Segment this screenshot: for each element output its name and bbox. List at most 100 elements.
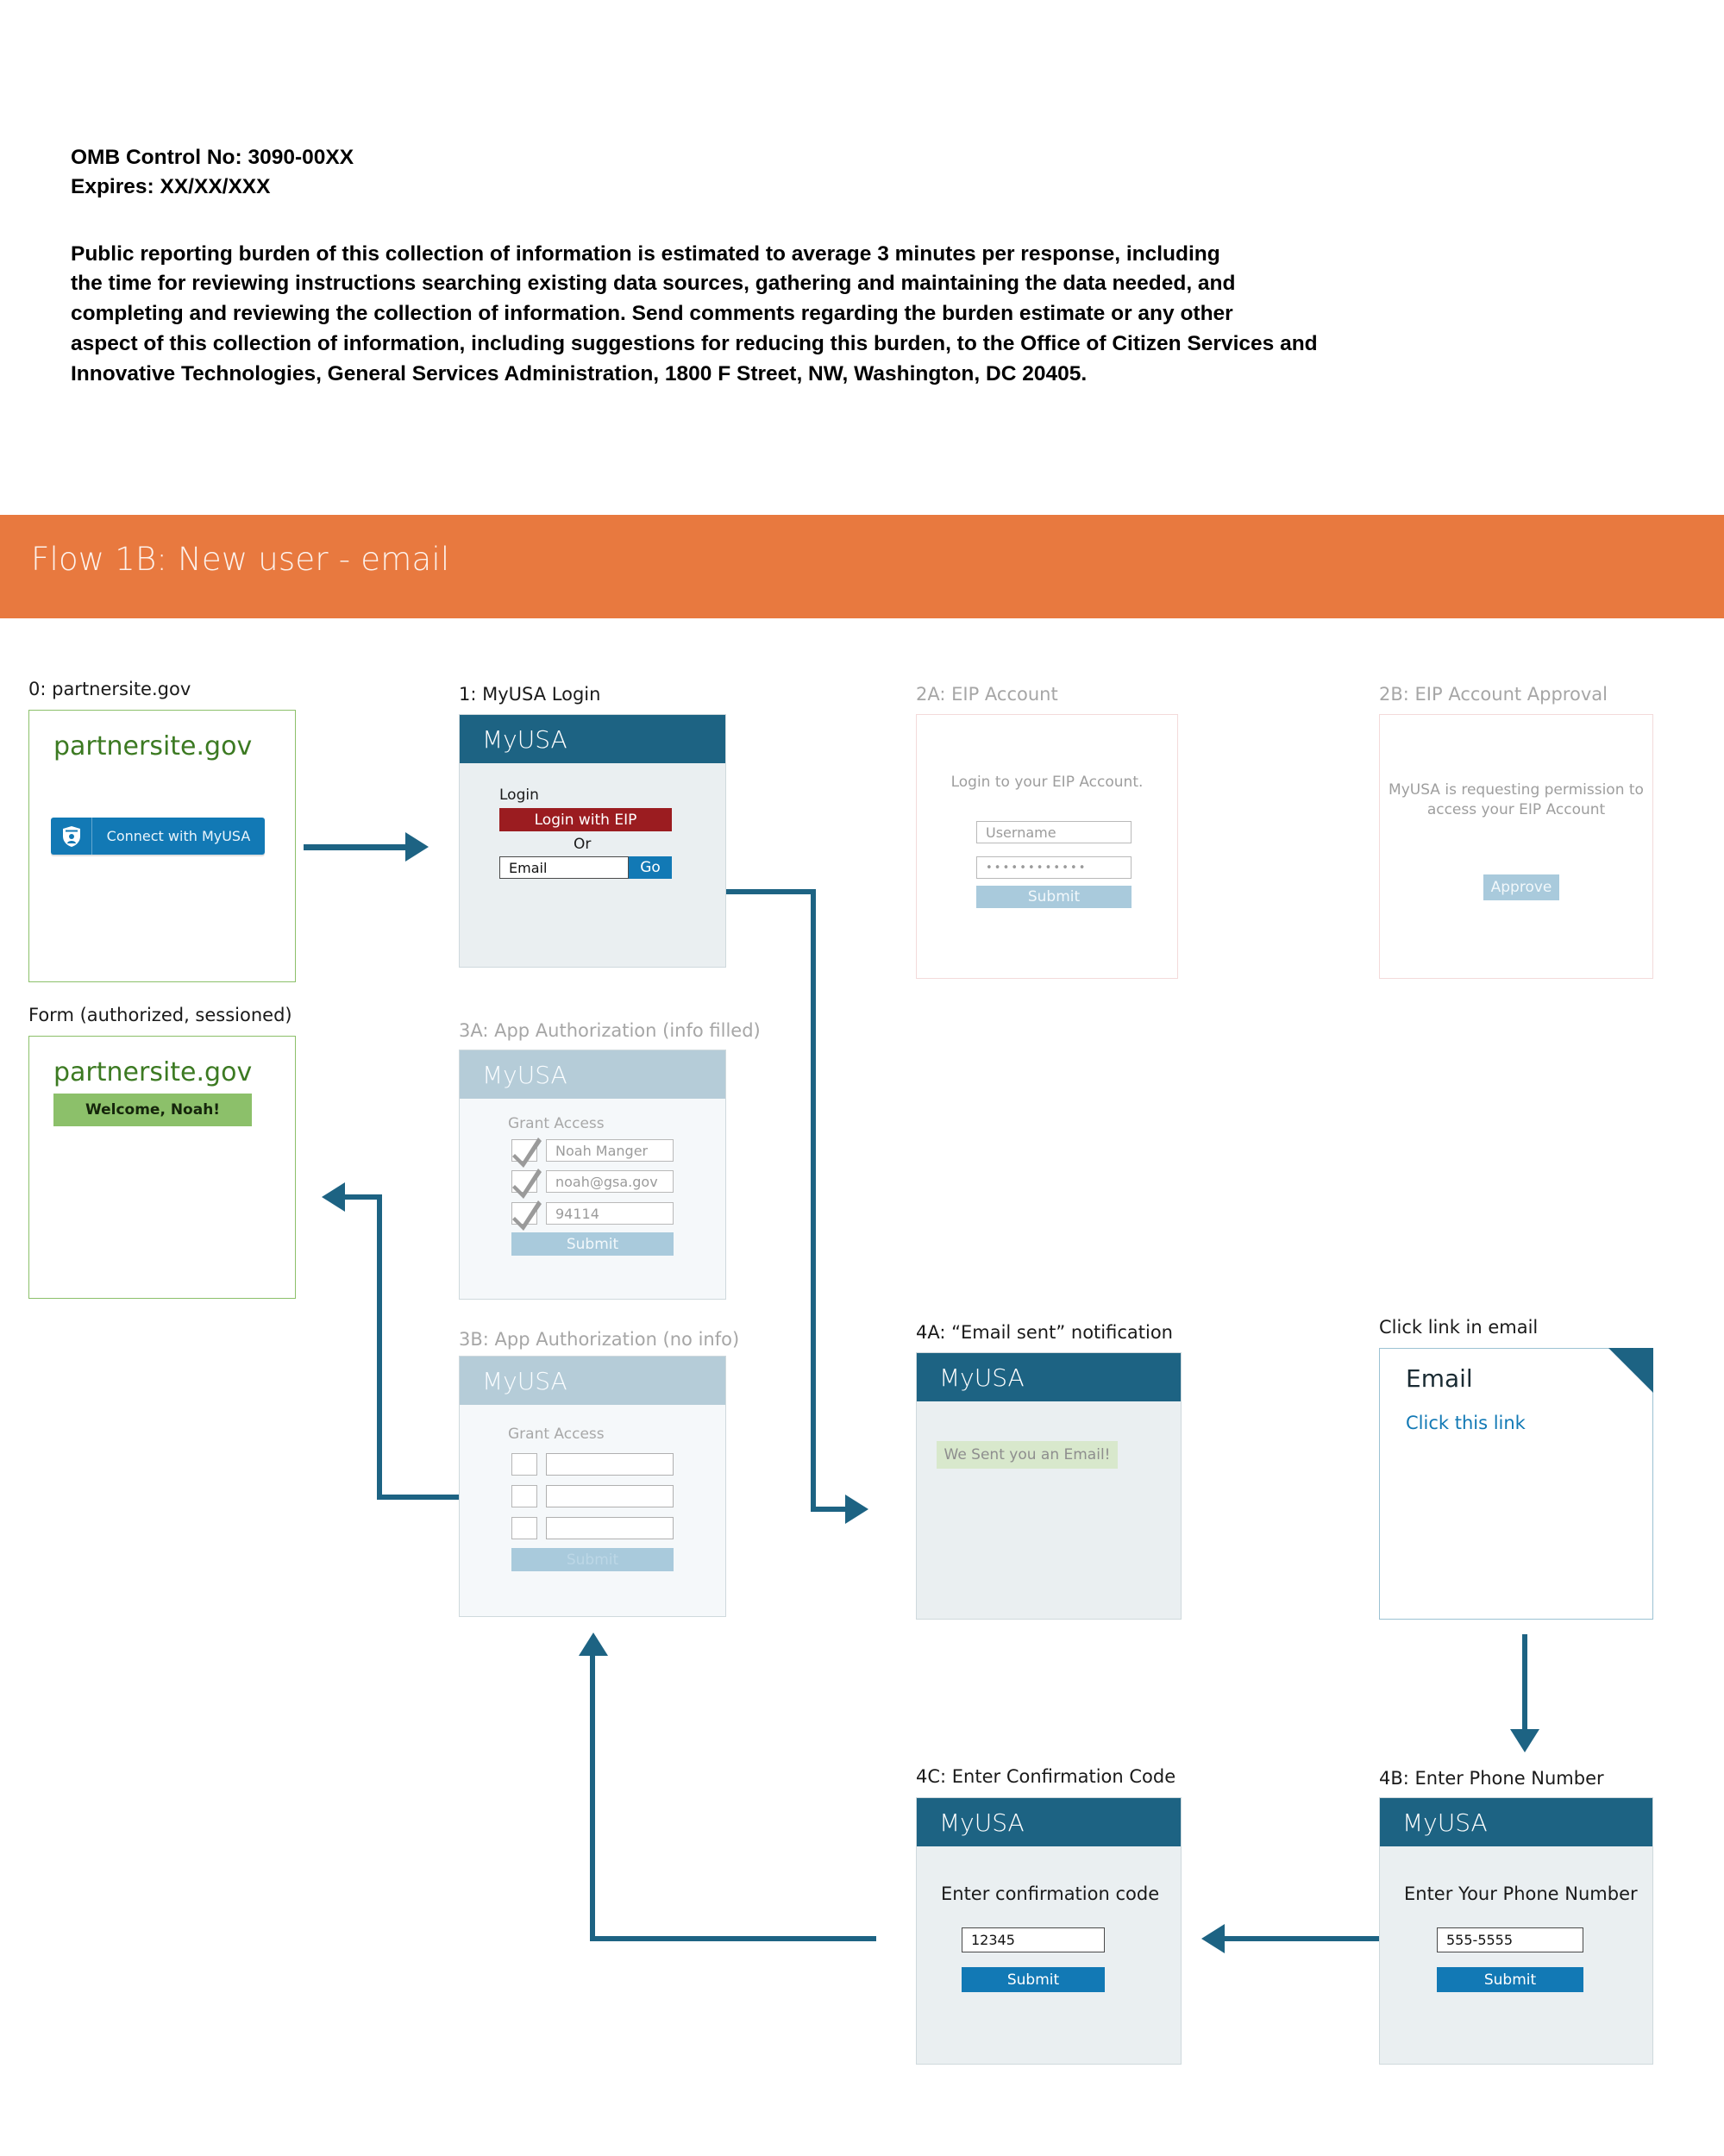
connector-auth-to-form-h-top <box>345 1194 382 1200</box>
omb-control-number: OMB Control No: 3090-00XX <box>71 146 354 169</box>
grant-checkbox-empty-2[interactable] <box>511 1485 537 1507</box>
screen-email-card: Email Click this link <box>1379 1348 1653 1620</box>
screen-eip-account: Login to your EIP Account. Username • • … <box>916 714 1178 979</box>
connector-login-seg-h2 <box>811 1507 847 1512</box>
grant-checkbox-empty-1[interactable] <box>511 1453 537 1476</box>
form-partnersite-logo: partnersite.gov <box>53 1057 253 1087</box>
connector-login-seg-h1 <box>726 889 816 894</box>
phone-number-input[interactable]: 555-5555 <box>1437 1927 1583 1952</box>
eip-username-input[interactable]: Username <box>976 821 1132 843</box>
login-heading: Login <box>499 787 539 804</box>
screen-confirmation-code: MyUSA Enter confirmation code 12345 Subm… <box>916 1797 1182 2065</box>
omb-burden-line-5: Innovative Technologies, General Service… <box>71 361 1088 385</box>
app-auth-empty-submit-button[interactable]: Submit <box>511 1548 674 1571</box>
screen-myusa-login: MyUSA Login Login with EIP Or Email Go <box>459 714 726 968</box>
grant-checkbox-name[interactable] <box>511 1138 542 1168</box>
phone-number-heading: Enter Your Phone Number <box>1404 1883 1638 1904</box>
grant-field-zip[interactable]: 94114 <box>546 1202 674 1225</box>
myusa-brand-3b: MyUSA <box>482 1366 567 1395</box>
omb-expires: Expires: XX/XX/XXX <box>71 174 271 198</box>
email-sent-body: We Sent you an Email! <box>917 1401 1181 1619</box>
login-or-divider: Or <box>574 836 592 853</box>
login-with-eip-button[interactable]: Login with EIP <box>499 808 672 831</box>
label-step-2b: 2B: EIP Account Approval <box>1379 684 1608 705</box>
myusa-brand-4a: MyUSA <box>939 1363 1025 1392</box>
arrow-phone-to-confirmation <box>1201 1924 1225 1953</box>
eip-submit-button[interactable]: Submit <box>976 886 1132 908</box>
page-fold-icon <box>1608 1348 1653 1393</box>
confirmation-code-input[interactable]: 12345 <box>962 1927 1105 1952</box>
email-card-title: Email <box>1406 1364 1473 1393</box>
connector-auth-to-form-v <box>377 1194 382 1500</box>
screen-eip-approval: MyUSA is requesting permission to access… <box>1379 714 1653 979</box>
label-step-3a: 3A: App Authorization (info filled) <box>459 1020 761 1041</box>
connector-confirmation-to-auth-v <box>590 1654 595 1941</box>
connector-login-seg-v <box>811 889 816 1512</box>
omb-burden-line-2: the time for reviewing instructions sear… <box>71 272 1236 296</box>
eip-approval-line-1: MyUSA is requesting permission to <box>1389 781 1644 799</box>
connector-auth-to-form-h-bottom <box>377 1495 506 1500</box>
phone-number-header: MyUSA <box>1380 1798 1652 1846</box>
label-step-2a: 2A: EIP Account <box>916 684 1058 705</box>
arrow-auth-to-form <box>322 1182 345 1212</box>
eip-login-prompt: Login to your EIP Account. <box>950 774 1144 791</box>
eip-approve-button[interactable]: Approve <box>1483 874 1559 900</box>
confirmation-code-header: MyUSA <box>917 1798 1181 1846</box>
app-auth-filled-submit-button[interactable]: Submit <box>511 1232 674 1256</box>
grant-access-heading-3a: Grant Access <box>508 1115 605 1132</box>
welcome-banner: Welcome, Noah! <box>53 1094 252 1126</box>
grant-field-empty-3[interactable] <box>546 1517 674 1539</box>
email-click-link[interactable]: Click this link <box>1406 1413 1526 1433</box>
myusa-brand-4c: MyUSA <box>939 1808 1025 1837</box>
confirmation-code-submit-button[interactable]: Submit <box>962 1967 1105 1992</box>
grant-field-name[interactable]: Noah Manger <box>546 1139 674 1162</box>
arrow-email-to-phone <box>1510 1729 1539 1752</box>
arrow-partnersite-to-login <box>405 832 429 862</box>
connector-email-to-phone-v <box>1522 1634 1527 1732</box>
grant-checkbox-zip[interactable] <box>511 1200 542 1231</box>
grant-field-email[interactable]: noah@gsa.gov <box>546 1170 674 1193</box>
myusa-brand-3a: MyUSA <box>482 1060 567 1089</box>
omb-burden-line-3: completing and reviewing the collection … <box>71 302 1233 326</box>
app-auth-empty-body: Grant Access Submit <box>460 1405 725 1616</box>
label-step-4c: 4C: Enter Confirmation Code <box>916 1766 1176 1787</box>
eip-approval-line-2: access your EIP Account <box>1426 800 1606 818</box>
myusa-brand: MyUSA <box>482 724 567 754</box>
eip-approval-prompt: MyUSA is requesting permission to access… <box>1380 780 1652 820</box>
phone-number-submit-button[interactable]: Submit <box>1437 1967 1583 1992</box>
omb-burden-line-1: Public reporting burden of this collecti… <box>71 241 1220 266</box>
label-step-1: 1: MyUSA Login <box>459 684 601 705</box>
shield-icon <box>51 818 92 855</box>
screen-email-sent: MyUSA We Sent you an Email! <box>916 1352 1182 1620</box>
app-auth-empty-header: MyUSA <box>460 1357 725 1405</box>
email-sent-header: MyUSA <box>917 1353 1181 1401</box>
partnersite-logo: partnersite.gov <box>53 731 253 761</box>
arrow-login-to-email-sent <box>845 1495 868 1524</box>
connect-with-myusa-button[interactable]: Connect with MyUSA <box>51 818 265 855</box>
grant-checkbox-empty-3[interactable] <box>511 1517 537 1539</box>
label-step-4a: 4A: “Email sent” notification <box>916 1322 1173 1343</box>
eip-password-input[interactable]: • • • • • • • • • • • • <box>976 856 1132 879</box>
email-input[interactable]: Email <box>499 856 629 879</box>
grant-access-heading-3b: Grant Access <box>508 1426 605 1443</box>
omb-burden-statement: Public reporting burden of this collecti… <box>71 240 1623 390</box>
confirmation-code-heading: Enter confirmation code <box>941 1883 1160 1904</box>
omb-notice: OMB Control No: 3090-00XX Expires: XX/XX… <box>71 143 1623 390</box>
grant-field-empty-1[interactable] <box>546 1453 674 1476</box>
myusa-login-body: Login Login with EIP Or Email Go <box>460 763 725 967</box>
label-step-4b: 4B: Enter Phone Number <box>1379 1768 1604 1789</box>
confirmation-code-body: Enter confirmation code 12345 Submit <box>917 1846 1181 2064</box>
label-step-3b: 3B: App Authorization (no info) <box>459 1329 740 1350</box>
myusa-login-header: MyUSA <box>460 715 725 763</box>
connector-partnersite-to-login <box>304 844 407 850</box>
connector-phone-to-confirmation-2 <box>1225 1936 1350 1941</box>
flow-banner: Flow 1B: New user - email <box>0 515 1724 618</box>
grant-field-empty-2[interactable] <box>546 1485 674 1507</box>
screen-partnersite: partnersite.gov Connect with MyUSA <box>28 710 296 982</box>
label-step-0: 0: partnersite.gov <box>28 679 191 699</box>
grant-checkbox-email[interactable] <box>511 1169 542 1199</box>
flow-title: Flow 1B: New user - email <box>31 541 450 578</box>
email-sent-notification: We Sent you an Email! <box>937 1441 1118 1469</box>
myusa-brand-4b: MyUSA <box>1402 1808 1488 1837</box>
go-button[interactable]: Go <box>629 856 672 879</box>
